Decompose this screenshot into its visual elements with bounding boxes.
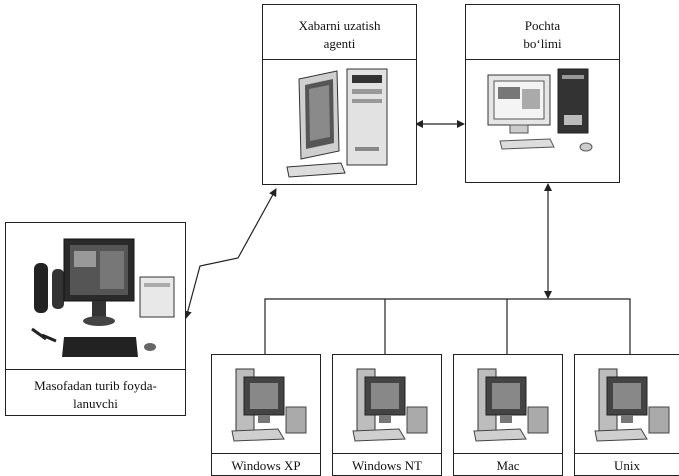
- agent-node: Xabarni uzatish agenti: [262, 4, 417, 185]
- client-label-windows-nt: Windows NT: [333, 458, 441, 473]
- desktop-pc-icon: [222, 365, 312, 445]
- post-office-node: Pochta bo‘limi: [465, 4, 620, 183]
- client-label-windows-xp: Windows XP: [212, 458, 320, 473]
- server-computer-icon: [281, 67, 399, 179]
- agent-label-line2: agenti: [263, 36, 416, 51]
- remote-user-node: Masofadan turib foyda- lanuvchi: [5, 222, 186, 416]
- client-node-unix: Unix: [574, 354, 679, 476]
- client-node-windows-xp: Windows XP: [211, 354, 321, 476]
- post-office-label-line1: Pochta: [466, 18, 619, 33]
- client-bus: [265, 299, 630, 354]
- desktop-pc-icon: [585, 365, 675, 445]
- client-node-mac: Mac: [453, 354, 563, 476]
- remote-user-label-line1: Masofadan turib foyda-: [6, 378, 185, 393]
- post-office-label-line2: bo‘limi: [466, 36, 619, 51]
- multimedia-workstation-icon: [12, 229, 182, 367]
- client-label-mac: Mac: [454, 458, 562, 473]
- remote-user-label-line2: lanuvchi: [6, 396, 185, 411]
- desktop-pc-icon: [343, 365, 433, 445]
- desktop-computer-icon: [480, 67, 606, 167]
- desktop-pc-icon: [464, 365, 554, 445]
- client-node-windows-nt: Windows NT: [332, 354, 442, 476]
- client-label-unix: Unix: [575, 458, 679, 473]
- remote-link: [186, 189, 276, 318]
- agent-label-line1: Xabarni uzatish: [263, 18, 416, 33]
